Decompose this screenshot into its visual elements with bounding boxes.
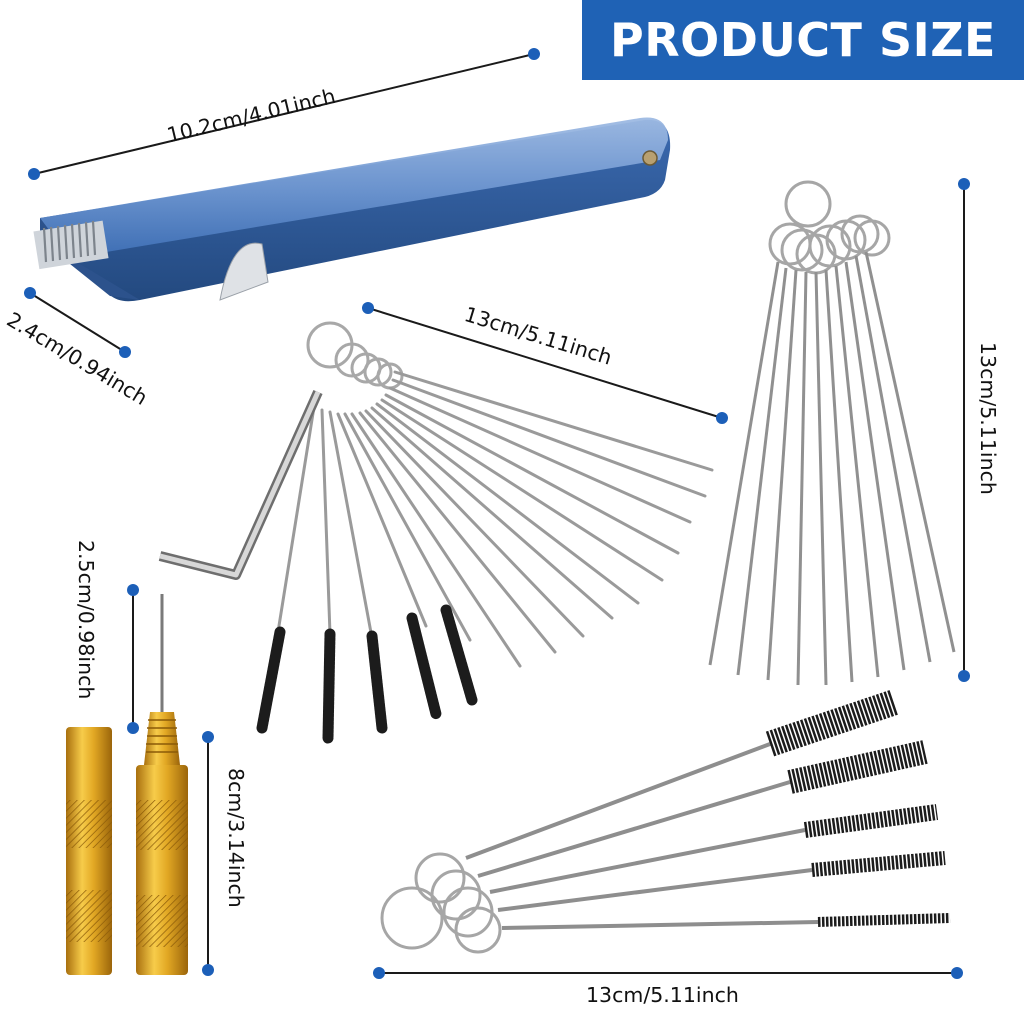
hex-key: [158, 389, 323, 580]
needle-tip-length-label: 2.5cm/0.98inch: [74, 540, 98, 700]
needle-set-length-label: 13cm/5.11inch: [976, 342, 1000, 495]
blue-aluminum-case: [33, 117, 671, 302]
dimension-lines: [29, 53, 965, 974]
cleaning-needle-set: [708, 180, 956, 686]
long-brush-set: [380, 689, 951, 954]
long-brush-length-label: 13cm/5.11inch: [586, 983, 739, 1007]
banner-title: PRODUCT SIZE: [610, 13, 996, 67]
product-size-banner: PRODUCT SIZE: [582, 0, 1024, 80]
brass-needle-holder: [66, 594, 188, 975]
dimension-dots: [24, 48, 970, 979]
holder-length-label: 8cm/3.14inch: [224, 768, 248, 908]
fan-brush-set: [256, 321, 714, 744]
